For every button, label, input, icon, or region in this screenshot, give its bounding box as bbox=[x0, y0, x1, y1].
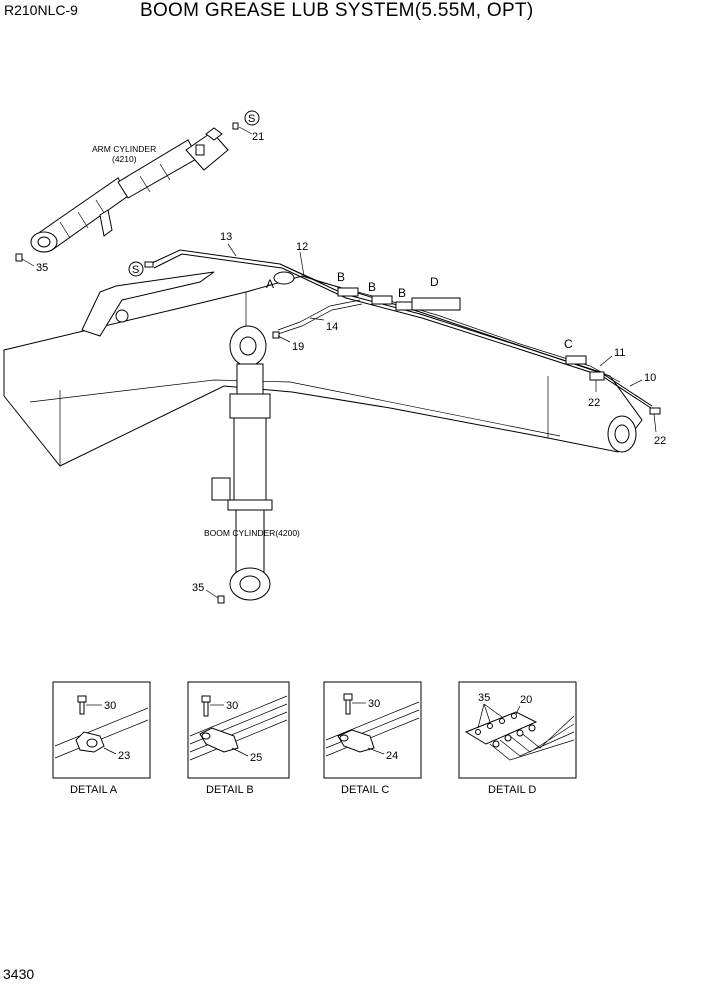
detail-marker-b2: B bbox=[368, 280, 376, 294]
arm-cylinder-label: ARM CYLINDER bbox=[92, 144, 156, 154]
detail-b-part-2: 25 bbox=[250, 752, 262, 764]
fitting-19 bbox=[272, 331, 280, 339]
fitting-21 bbox=[232, 122, 239, 130]
boom-structure bbox=[3, 271, 643, 467]
detail-b-panel bbox=[187, 681, 290, 779]
detail-c-part-2: 24 bbox=[386, 750, 398, 762]
arm-cylinder bbox=[30, 127, 229, 253]
detail-b-part-1: 30 bbox=[226, 700, 238, 712]
s-mark-boom-label: S bbox=[132, 264, 139, 276]
detail-marker-b1: B bbox=[337, 270, 345, 284]
callout-13: 13 bbox=[220, 231, 232, 243]
model-number: R210NLC-9 bbox=[4, 2, 78, 18]
detail-d-part-1: 35 bbox=[478, 692, 490, 704]
callout-19: 19 bbox=[292, 341, 304, 353]
boom-cylinder bbox=[211, 363, 273, 601]
detail-marker-d: D bbox=[430, 275, 439, 289]
detail-c-panel bbox=[323, 681, 422, 779]
detail-c-caption: DETAIL C bbox=[341, 784, 389, 796]
callout-35-top: 35 bbox=[36, 262, 48, 274]
callout-35-bottom: 35 bbox=[192, 582, 204, 594]
detail-marker-b3: B bbox=[398, 286, 406, 300]
fitting-35-bottom bbox=[217, 595, 225, 604]
callout-22-right: 22 bbox=[654, 435, 666, 447]
detail-d-panel bbox=[458, 681, 577, 779]
manifold-d bbox=[411, 297, 461, 311]
callout-22-left: 22 bbox=[588, 397, 600, 409]
detail-b-caption: DETAIL B bbox=[206, 784, 254, 796]
page-number: 3430 bbox=[3, 966, 35, 982]
callout-12: 12 bbox=[296, 241, 308, 253]
callout-10: 10 bbox=[644, 372, 656, 384]
boom-cylinder-label: BOOM CYLINDER(4200) bbox=[204, 528, 300, 538]
fitting-13 bbox=[144, 261, 154, 268]
detail-a-panel bbox=[52, 681, 151, 779]
detail-c-part-1: 30 bbox=[368, 698, 380, 710]
detail-marker-a: A bbox=[266, 277, 274, 291]
detail-a-part-1: 30 bbox=[104, 700, 116, 712]
s-mark-top bbox=[244, 110, 260, 126]
clamp-b1 bbox=[337, 287, 359, 297]
fitting-22b bbox=[649, 407, 661, 415]
detail-a-caption: DETAIL A bbox=[70, 784, 118, 796]
callout-21: 21 bbox=[252, 131, 264, 143]
fitting-35-top bbox=[15, 253, 23, 262]
clamp-b2 bbox=[371, 295, 393, 305]
clamp-c bbox=[565, 355, 587, 365]
page-title: BOOM GREASE LUB SYSTEM(5.55M, OPT) bbox=[140, 0, 534, 21]
detail-d-part-2: 20 bbox=[520, 694, 532, 706]
detail-marker-c: C bbox=[564, 337, 573, 351]
callout-14: 14 bbox=[326, 321, 338, 333]
detail-a-part-2: 23 bbox=[118, 750, 130, 762]
arm-cylinder-code: (4210) bbox=[112, 154, 137, 164]
s-mark-top-label: S bbox=[248, 113, 255, 125]
callout-11: 11 bbox=[614, 347, 625, 359]
detail-d-caption: DETAIL D bbox=[488, 784, 536, 796]
fitting-22a bbox=[589, 371, 605, 381]
s-mark-boom bbox=[128, 261, 144, 277]
